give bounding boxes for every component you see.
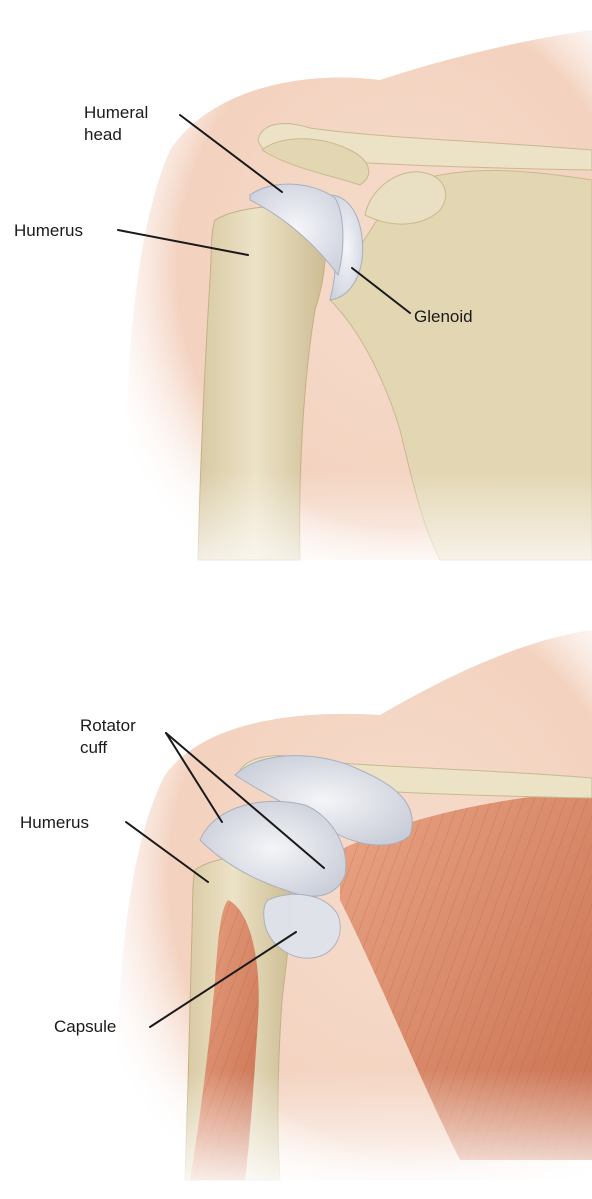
label-capsule: Capsule (54, 1017, 116, 1036)
fade-overlay (0, 470, 592, 600)
shoulder-soft-tissue-svg: Rotator cuff Humerus Capsule (0, 600, 592, 1199)
label-rotator-cuff-line2: cuff (80, 738, 107, 757)
label-humerus-top: Humerus (14, 221, 83, 240)
shoulder-bones-illustration: Humeral head Humerus Glenoid (0, 0, 592, 600)
label-humerus-bottom: Humerus (20, 813, 89, 832)
label-glenoid: Glenoid (414, 307, 473, 326)
shoulder-soft-tissue-illustration: Rotator cuff Humerus Capsule (0, 600, 592, 1199)
shoulder-bones-svg: Humeral head Humerus Glenoid (0, 0, 592, 600)
fade-overlay (0, 1070, 592, 1199)
label-humeral-head-line1: Humeral (84, 103, 148, 122)
label-humeral-head-line2: head (84, 125, 122, 144)
label-rotator-cuff-line1: Rotator (80, 716, 136, 735)
